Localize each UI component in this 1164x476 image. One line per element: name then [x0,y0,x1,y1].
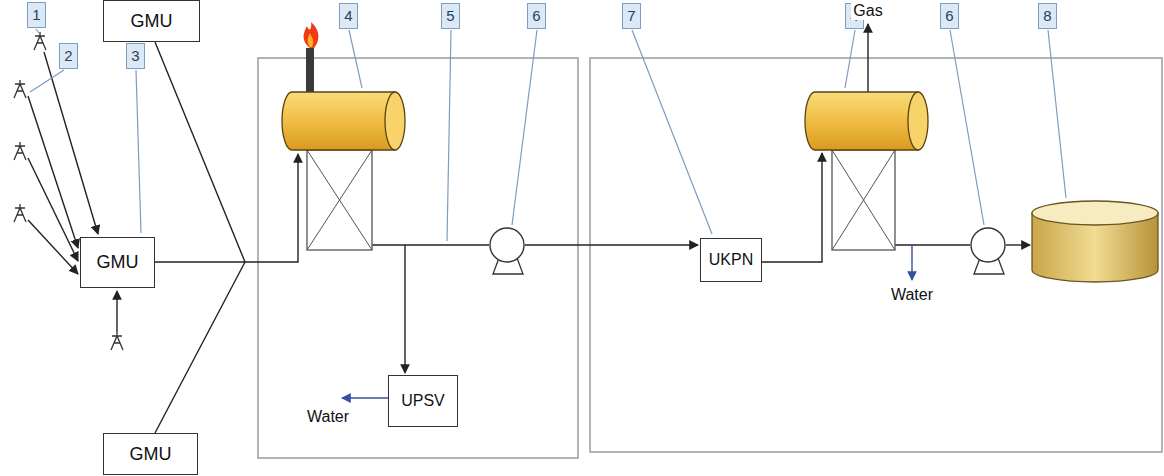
flare-stack [306,48,314,94]
flow-line [525,244,698,245]
box-label: UPSV [401,392,445,410]
leader-line [36,29,39,33]
flow-lines [28,24,1030,433]
flow-line [155,262,245,433]
callout-number: 3 [126,43,145,69]
storage-tank [1032,201,1158,282]
flow-label: Water [889,286,935,304]
flow-label: Gas [851,2,884,20]
well-symbol [34,32,46,50]
separator-body [805,92,918,150]
box-label: GMU [130,444,172,465]
well-symbol [14,142,26,160]
box-label: UKPN [709,251,753,269]
flow-line [28,220,78,274]
flow-label: Water [305,408,351,426]
pump [490,228,524,274]
leader-line [349,30,362,88]
separator [805,92,928,250]
leader-line [447,30,451,241]
water-line [911,245,912,280]
flow-line [1006,244,1030,245]
box-label: GMU [97,252,139,273]
callout-number: 5 [441,3,460,29]
leader-line [950,30,984,225]
facility-box: GMU [80,237,155,288]
separator-body [282,92,395,150]
flow-line [372,244,489,245]
flow-line [155,42,245,262]
flare [308,33,314,47]
callout-number: 6 [527,3,546,29]
separator-end [908,92,928,150]
callout-number: 8 [1038,3,1057,29]
site-boundary [258,58,578,458]
callout-number: 1 [27,2,46,28]
leader-line [845,30,855,88]
water-line [342,397,388,398]
settling-section [832,150,895,250]
leader-line [30,70,64,92]
well-symbol [14,80,26,98]
facility-box: UKPN [700,238,762,282]
pump [971,228,1005,274]
leader-line [632,30,712,234]
separator-end [385,92,405,150]
callout-number: 7 [622,3,641,29]
flow-line [895,244,970,245]
pump-body [971,228,1005,262]
settling-section [307,150,372,250]
site-boundary [590,58,1162,452]
callout-number: 2 [59,43,78,69]
pump-body [490,228,524,262]
separator [282,22,405,250]
settling-section [307,150,372,250]
flow-line [116,291,117,332]
box-label: GMU [131,11,173,32]
well-symbol [14,204,26,222]
flow-line [155,154,298,262]
tank-roof [1032,201,1158,225]
leader-line [136,70,141,233]
leader-lines [30,29,1066,241]
callout-number: 6 [940,3,959,29]
well-symbol [111,332,123,350]
flow-line [28,158,78,261]
gas-line [867,24,868,92]
facility-box: UPSV [388,375,458,427]
flow-line [404,245,405,373]
leader-line [1048,30,1066,198]
settling-section [832,150,895,250]
callout-number: 4 [339,3,358,29]
leader-line [512,30,537,225]
facility-box: GMU [103,433,198,475]
flow-line [762,153,822,262]
facility-box: GMU [103,0,200,42]
flare [304,22,319,48]
